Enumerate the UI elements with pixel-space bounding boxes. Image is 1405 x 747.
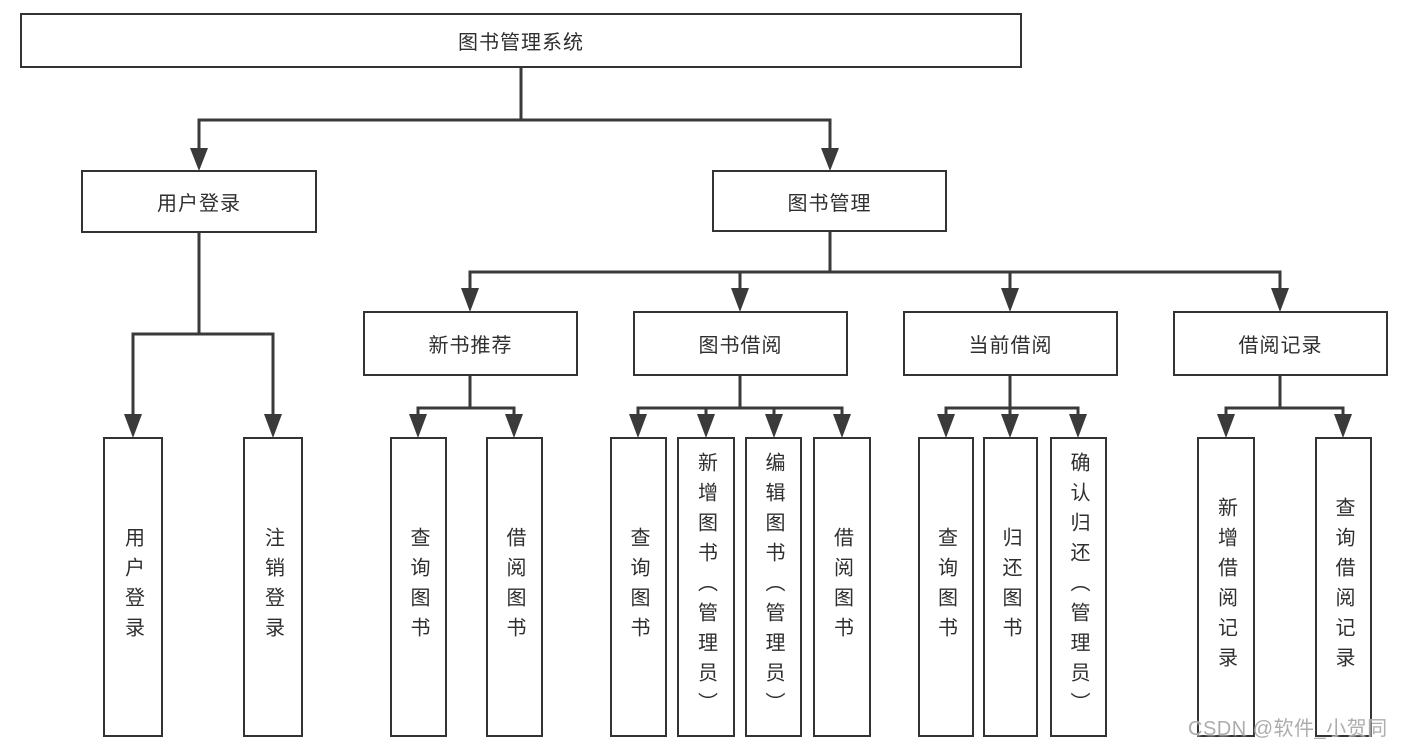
leaf-user-login: 用户登录 [103, 437, 163, 737]
arrow-down-icon [409, 414, 427, 438]
connector-root-to-level2 [190, 68, 839, 171]
node-label: 新增借阅记录 [1214, 497, 1237, 677]
node-label: 新书推荐 [428, 335, 513, 357]
arrow-down-icon [1217, 414, 1235, 438]
arrow-down-icon [1334, 414, 1352, 438]
arrow-down-icon [461, 288, 479, 312]
node-label: 注销登录 [261, 527, 284, 647]
watermark: CSDN @软件_小贺同学 [1188, 718, 1388, 740]
leaf-query-borrow-record: 查询借阅记录 [1315, 437, 1372, 737]
node-borrow-records: 借阅记录 [1173, 311, 1388, 376]
leaf-query-books-recommend: 查询图书 [390, 437, 447, 737]
arrow-down-icon [1271, 288, 1289, 312]
node-current-borrow: 当前借阅 [903, 311, 1118, 376]
arrow-down-icon [765, 414, 783, 438]
node-label: 当前借阅 [968, 335, 1053, 357]
node-label: 查询图书 [627, 527, 649, 647]
arrow-down-icon [1069, 414, 1087, 438]
leaf-add-borrow-record: 新增借阅记录 [1197, 437, 1255, 737]
leaf-borrow-books-recommend: 借阅图书 [486, 437, 543, 737]
leaf-confirm-return-admin: 确认归还（管理员） [1050, 437, 1107, 737]
arrow-down-icon [124, 414, 142, 438]
node-label: 新增图书（管理员） [694, 452, 717, 722]
connector-book-borrow-children [629, 376, 851, 438]
node-label: 编辑图书（管理员） [762, 452, 784, 722]
node-label: 查询图书 [407, 527, 429, 647]
node-label: 用户登录 [121, 527, 144, 647]
node-label: 图书管理系统 [458, 32, 584, 54]
node-label: 借阅记录 [1238, 335, 1323, 357]
connector-current-borrow-children [937, 376, 1087, 438]
connector-new-book-children [409, 376, 523, 438]
arrow-down-icon [821, 148, 839, 171]
leaf-return-books: 归还图书 [983, 437, 1038, 737]
node-new-book-recommend: 新书推荐 [363, 311, 578, 376]
leaf-borrow-books: 借阅图书 [813, 437, 871, 737]
connector-user-login-children [124, 233, 282, 438]
node-label: 归还图书 [999, 527, 1021, 647]
arrow-down-icon [731, 288, 749, 312]
leaf-query-books-borrow: 查询图书 [610, 437, 667, 737]
arrow-down-icon [1001, 288, 1019, 312]
node-book-borrow: 图书借阅 [633, 311, 848, 376]
arrow-down-icon [264, 414, 282, 438]
arrow-down-icon [697, 414, 715, 438]
leaf-edit-books-admin: 编辑图书（管理员） [745, 437, 802, 737]
node-user-login: 用户登录 [81, 170, 317, 233]
connector-book-management-to-level3 [461, 232, 1289, 312]
node-library-management-system: 图书管理系统 [20, 13, 1022, 68]
node-book-management: 图书管理 [712, 170, 947, 232]
node-label: 借阅图书 [503, 527, 525, 647]
arrow-down-icon [190, 148, 208, 171]
connector-borrow-record-children [1217, 376, 1352, 438]
arrow-down-icon [937, 414, 955, 438]
node-label: 图书借阅 [698, 335, 783, 357]
node-label: 确认归还（管理员） [1067, 452, 1089, 722]
leaf-logout: 注销登录 [243, 437, 303, 737]
node-label: 查询图书 [934, 527, 957, 647]
arrow-down-icon [1001, 414, 1019, 438]
arrow-down-icon [629, 414, 647, 438]
node-label: 查询借阅记录 [1332, 497, 1354, 677]
leaf-query-books-current: 查询图书 [918, 437, 974, 737]
arrow-down-icon [833, 414, 851, 438]
leaf-add-books-admin: 新增图书（管理员） [677, 437, 735, 737]
node-label: 图书管理 [787, 192, 872, 215]
node-label: 借阅图书 [830, 527, 853, 647]
node-label: 用户登录 [157, 193, 241, 215]
arrow-down-icon [505, 414, 523, 438]
